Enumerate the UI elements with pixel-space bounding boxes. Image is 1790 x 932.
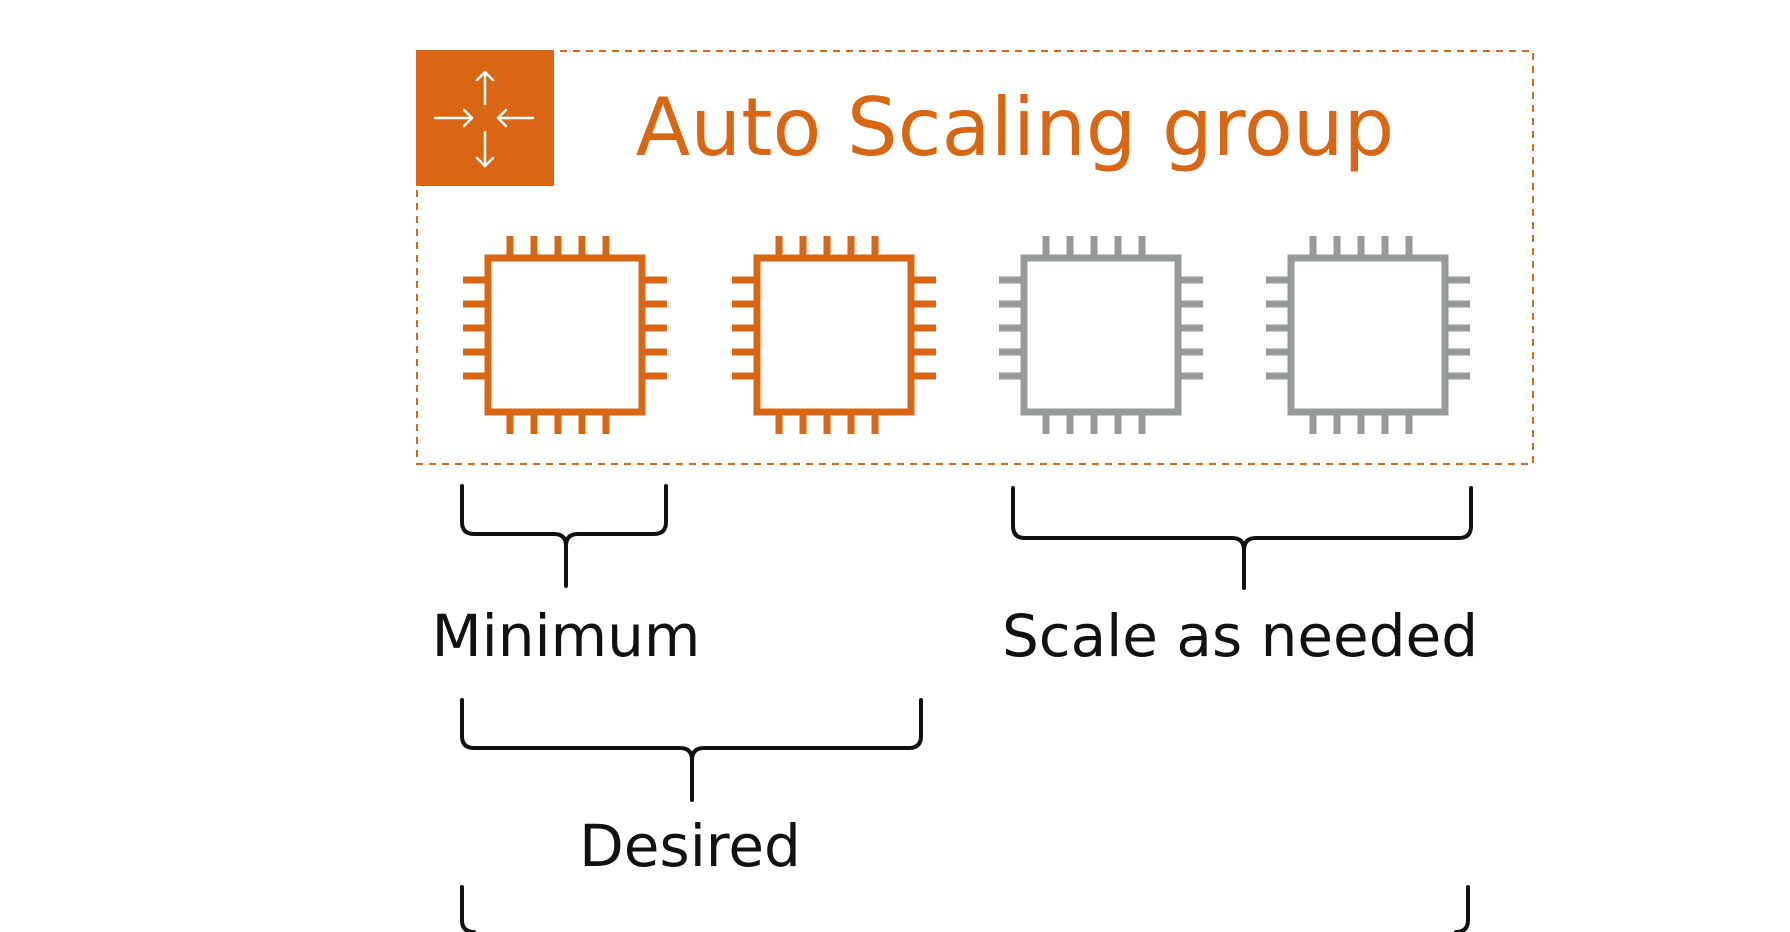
desired-bracket <box>460 698 923 802</box>
minimum-label: Minimum <box>432 602 701 670</box>
scale-bracket <box>1011 486 1473 590</box>
group-border <box>416 50 1534 465</box>
maximum-bracket <box>460 885 1470 932</box>
group-title: Auto Scaling group <box>636 81 1395 174</box>
instance-chip-1 <box>463 236 667 434</box>
desired-label: Desired <box>579 812 801 880</box>
auto-scaling-group: Auto Scaling group <box>416 50 1534 465</box>
scale-as-needed-label: Scale as needed <box>1002 602 1478 670</box>
instance-chip-3 <box>999 236 1203 434</box>
chip-icon <box>1266 236 1470 434</box>
auto-scaling-icon <box>416 50 554 186</box>
instance-chip-4 <box>1266 236 1470 434</box>
instance-chip-2 <box>732 236 936 434</box>
chip-icon <box>463 236 667 434</box>
chip-icon <box>732 236 936 434</box>
minimum-bracket <box>460 484 668 588</box>
chip-icon <box>999 236 1203 434</box>
